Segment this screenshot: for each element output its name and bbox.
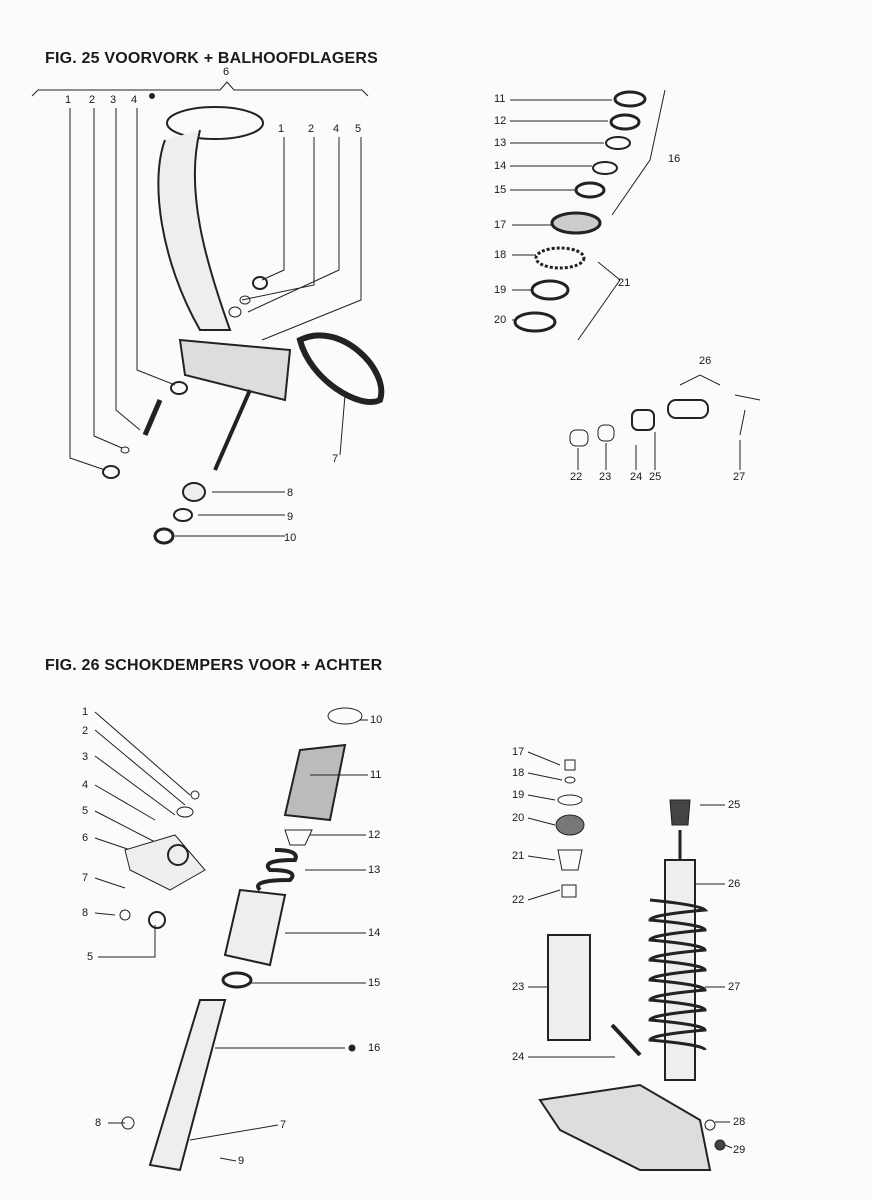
part-label: 5 — [82, 805, 89, 817]
part-label: 14 — [368, 927, 381, 939]
part-label: 28 — [733, 1116, 746, 1128]
part-label: 7 — [332, 453, 339, 465]
part-label: 14 — [494, 160, 507, 172]
part-label: 11 — [370, 769, 382, 781]
part-label: 19 — [494, 284, 507, 296]
part-label: 22 — [570, 471, 583, 483]
part-label: 18 — [494, 249, 507, 261]
part-label: 20 — [494, 314, 507, 326]
fig25-title: FIG. 25 VOORVORK + BALHOOFDLAGERS — [45, 50, 379, 67]
part-label: 3 — [110, 94, 117, 106]
part-label: 19 — [512, 789, 525, 801]
part-label: 6 — [223, 66, 230, 78]
part-label: 10 — [284, 532, 297, 544]
part-label: 2 — [89, 94, 96, 106]
part-label: 21 — [512, 850, 525, 862]
part-label: 1 — [278, 123, 285, 135]
part-label: 25 — [728, 799, 741, 811]
part-label: 10 — [370, 714, 383, 726]
part-label: 26 — [728, 878, 741, 890]
part-label: 27 — [733, 471, 746, 483]
part-label: 26 — [699, 355, 712, 367]
part-label: 8 — [95, 1117, 102, 1129]
part-label: 7 — [280, 1119, 287, 1131]
part-label: 16 — [368, 1042, 381, 1054]
part-label: 17 — [494, 219, 507, 231]
part-label: 22 — [512, 894, 525, 906]
part-label: 18 — [512, 767, 525, 779]
part-label: 24 — [630, 471, 643, 483]
part-label: 27 — [728, 981, 741, 993]
part-label: 5 — [87, 951, 94, 963]
part-label: 4 — [131, 94, 138, 106]
fig26-title: FIG. 26 SCHOKDEMPERS VOOR + ACHTER — [45, 657, 383, 674]
part-label: 7 — [82, 872, 89, 884]
part-label: 8 — [82, 907, 89, 919]
part-label: 23 — [512, 981, 525, 993]
part-label: 3 — [82, 751, 89, 763]
part-label: 4 — [333, 123, 340, 135]
part-label: 8 — [287, 487, 294, 499]
part-label: 13 — [368, 864, 381, 876]
part-label: 24 — [512, 1051, 525, 1063]
part-label: 20 — [512, 812, 525, 824]
part-label: 9 — [287, 511, 294, 523]
part-label: 4 — [82, 779, 89, 791]
part-label: 2 — [308, 123, 315, 135]
part-label: 17 — [512, 746, 525, 758]
part-label: 5 — [355, 123, 362, 135]
part-label: 23 — [599, 471, 612, 483]
part-label: 6 — [82, 832, 89, 844]
part-label: 15 — [494, 184, 507, 196]
part-label: 29 — [733, 1144, 746, 1156]
part-label: 11 — [494, 93, 506, 105]
part-label: 12 — [368, 829, 381, 841]
part-label: 16 — [668, 153, 681, 165]
part-label: 25 — [649, 471, 662, 483]
part-label: 21 — [618, 277, 631, 289]
part-label: 13 — [494, 137, 507, 149]
part-label: 1 — [65, 94, 72, 106]
part-label: 12 — [494, 115, 507, 127]
part-label: 2 — [82, 725, 89, 737]
part-label: 1 — [82, 706, 89, 718]
part-label: 15 — [368, 977, 381, 989]
part-label: 9 — [238, 1155, 245, 1167]
